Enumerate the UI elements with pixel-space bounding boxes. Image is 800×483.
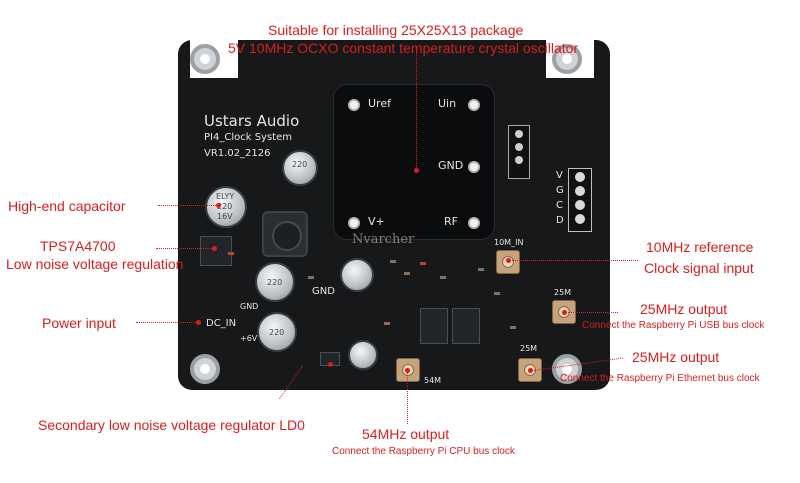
capacitor-small-bottom (348, 340, 378, 370)
marker-capacitor (216, 203, 221, 208)
ocxo-pin-uin (468, 99, 480, 111)
silk-gnd-power: GND (240, 302, 259, 311)
silk-gnd-ocxo: GND (438, 159, 464, 172)
silk-d: D (556, 215, 564, 226)
smd-part (420, 262, 426, 265)
annotation-ocxo-line2: 5V 10MHz OCXO constant temperature cryst… (228, 40, 579, 56)
silk-version: VR1.02_2126 (204, 148, 271, 159)
annotation-high-end-capacitor: High-end capacitor (8, 198, 126, 214)
leader-ocxo (416, 52, 417, 170)
silk-gnd-board: GND (312, 286, 335, 297)
mounting-hole-top-right (552, 44, 582, 74)
silk-brand: Ustars Audio (204, 112, 300, 130)
tps7a4700-regulator-chip (200, 236, 232, 266)
leader-capacitor (158, 205, 218, 206)
annotation-power-input: Power input (42, 315, 116, 331)
inductor (262, 211, 308, 257)
annotation-54m-title: 54MHz output (362, 426, 450, 442)
marker-power (196, 320, 201, 325)
silk-g: G (556, 185, 564, 196)
silk-plus6v: +6V (240, 334, 258, 343)
silk-uin: Uin (438, 97, 457, 110)
smd-part (390, 260, 396, 263)
silk-25m-a: 25M (554, 288, 572, 297)
smd-part (384, 322, 390, 325)
marker-ocxo (414, 168, 419, 173)
annotation-54m-sub: Connect the Raspberry Pi CPU bus clock (332, 446, 515, 457)
mounting-hole-bottom-left (190, 354, 220, 384)
silk-uref: Uref (368, 97, 391, 110)
marker-54m (405, 368, 410, 373)
marker-25m-usb (562, 310, 567, 315)
watermark: Nvarcher (352, 232, 415, 247)
smd-part (228, 252, 234, 255)
silk-rf: RF (444, 215, 458, 228)
ocxo-pin-rf (468, 217, 480, 229)
leader-25m-usb (568, 312, 618, 313)
clock-chip-2 (452, 308, 480, 344)
annotation-10m-line2: Clock signal input (644, 260, 754, 276)
annotation-ocxo-line1: Suitable for installing 25X25X13 package (268, 22, 524, 38)
annotation-secondary-regulator: Secondary low noise voltage regulator LD… (38, 417, 305, 433)
silk-product: PI4_Clock System (204, 132, 292, 143)
smd-part (440, 276, 446, 279)
annotation-tps-line2: Low noise voltage regulation (6, 256, 184, 272)
silk-vplus: V+ (368, 215, 385, 228)
leader-54m (407, 372, 408, 424)
annotation-tps-line1: TPS7A4700 (40, 238, 116, 254)
smd-part (478, 268, 484, 271)
marker-10m (506, 258, 511, 263)
pin-header-small (508, 125, 530, 179)
capacitor-middle: 220 (255, 262, 295, 302)
pin-header-vgcd (568, 168, 592, 232)
ocxo-footprint: Uref Uin GND V+ RF (333, 84, 495, 240)
mounting-hole-top-left (190, 44, 220, 74)
leader-tps (156, 248, 214, 249)
ocxo-pin-gnd (468, 161, 480, 173)
smd-part (510, 326, 516, 329)
silk-v: V (556, 170, 563, 181)
silk-25m-b: 25M (520, 344, 538, 353)
marker-25m-eth (528, 368, 533, 373)
smd-part (404, 272, 410, 275)
smd-part (494, 292, 500, 295)
annotation-25m-usb-sub: Connect the Raspberry Pi USB bus clock (582, 320, 765, 331)
marker-tps (212, 246, 217, 251)
ocxo-pin-uref (348, 99, 360, 111)
ocxo-pin-vplus (348, 217, 360, 229)
annotation-10m-line1: 10MHz reference (646, 239, 754, 255)
clock-chip-1 (420, 308, 448, 344)
mounting-hole-bottom-right (552, 354, 582, 384)
silk-10m-in: 10M_IN (494, 238, 524, 247)
leader-power (136, 322, 198, 323)
annotation-25m-eth-sub: Connect the Raspberry Pi Ethernet bus cl… (560, 373, 760, 384)
silk-54m: 54M (424, 376, 442, 385)
capacitor-top: 220 (282, 150, 318, 186)
annotation-25m-usb-title: 25MHz output (640, 301, 728, 317)
leader-10m (512, 260, 638, 261)
annotation-25m-eth-title: 25MHz output (632, 349, 720, 365)
marker-ldo (328, 362, 333, 367)
silk-dc-in: DC_IN (206, 318, 237, 329)
capacitor-left: ELYY 220 16V (205, 186, 247, 228)
capacitor-small-top (340, 258, 374, 292)
smd-part (308, 276, 314, 279)
capacitor-bottom: 220 (257, 312, 297, 352)
silk-c: C (556, 200, 563, 211)
